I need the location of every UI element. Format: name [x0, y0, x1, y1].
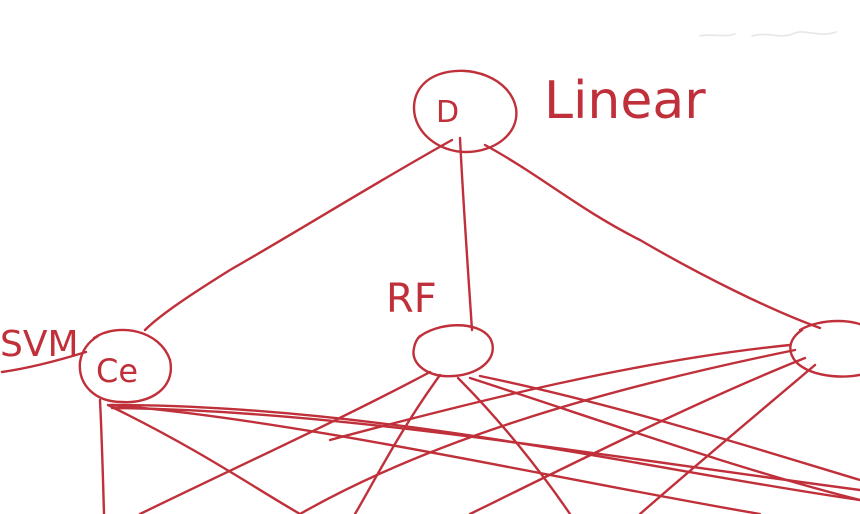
node-top: D	[412, 69, 518, 154]
node-middle	[412, 324, 494, 378]
node-top-inner-label: D	[436, 95, 459, 130]
faint-scribble	[699, 31, 837, 37]
node-middle-circle	[412, 324, 494, 378]
edges-lower-layer	[98, 343, 860, 514]
node-left-inner-label: Ce	[96, 352, 138, 390]
label-svm-underline	[0, 350, 88, 374]
edge-top-to-right	[483, 143, 822, 330]
node-left: Ce	[78, 328, 173, 404]
label-rf: RF	[386, 276, 437, 322]
edge-top-to-rf	[458, 136, 474, 332]
edge-top-to-svm	[143, 138, 454, 332]
node-right	[789, 319, 860, 378]
node-right-circle	[789, 319, 860, 378]
node-left-circle	[78, 328, 173, 404]
node-top-circle	[412, 69, 518, 154]
edges-top	[143, 136, 822, 332]
label-linear: Linear	[544, 71, 706, 131]
